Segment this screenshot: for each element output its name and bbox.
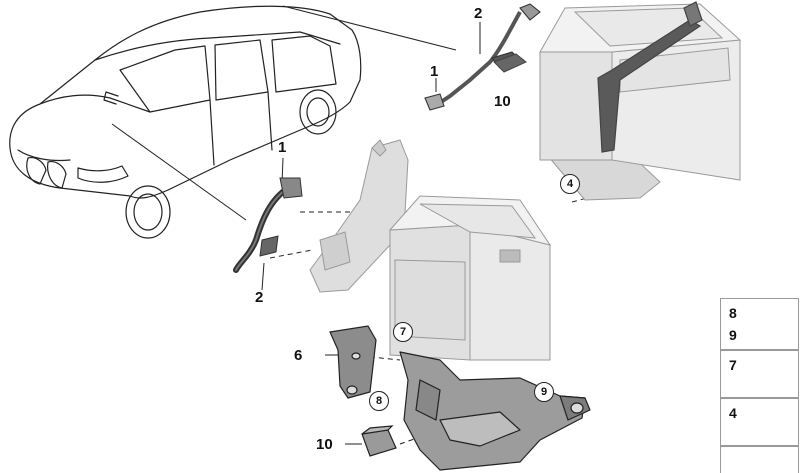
legend-row-nut: 8 9 (720, 298, 799, 350)
callout-10-bottom: 10 (316, 436, 333, 453)
legend-label-9: 9 (729, 327, 737, 343)
legend-row-wedge (720, 446, 799, 473)
legend-label-7: 7 (729, 357, 737, 373)
parts-legend: 8 9 7 4 (720, 298, 800, 473)
callout-2-mid: 2 (255, 289, 264, 306)
cable-mid (233, 177, 303, 273)
vehicle-outline (9, 5, 362, 239)
battery-top (539, 3, 742, 201)
legend-row-bolt: 4 (720, 398, 799, 446)
callout-4-circled: 4 (560, 174, 580, 194)
callout-2-top: 2 (474, 5, 483, 22)
callout-6: 6 (294, 347, 303, 364)
bracket-6 (329, 325, 377, 399)
legend-label-8: 8 (729, 305, 737, 321)
legend-row-screw: 7 (720, 350, 799, 398)
callout-10-top: 10 (494, 93, 511, 110)
callout-1-mid: 1 (278, 139, 287, 156)
mid-bracket (309, 139, 409, 293)
cable-top (424, 3, 541, 111)
part-10-bottom (361, 425, 397, 457)
callout-1-top: 1 (430, 63, 439, 80)
battery-main (388, 195, 552, 361)
callout-7-circled: 7 (393, 322, 413, 342)
battery-strap (597, 1, 703, 153)
callout-8-circled: 8 (369, 391, 389, 411)
bracket-10-top (493, 53, 527, 73)
legend-label-4: 4 (729, 405, 737, 421)
battery-tray (399, 351, 591, 471)
callout-9-circled: 9 (534, 382, 554, 402)
